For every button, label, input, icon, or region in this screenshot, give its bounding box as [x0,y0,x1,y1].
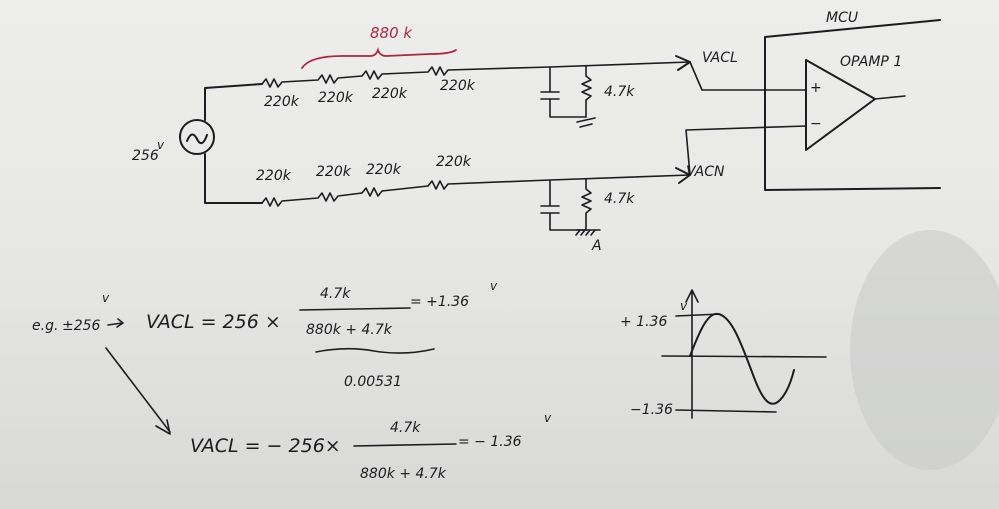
top-resistor-chain [261,61,691,88]
vacn-node-label: VACN [686,164,725,180]
eq1-numerator: 4.7k [320,286,351,302]
mcu-boundary [764,19,941,191]
eq2-fraction-bar [353,443,457,447]
eq1-fraction-bar [299,307,411,311]
sine-glyph-icon [186,133,208,145]
ac-source-symbol [179,119,215,155]
waveform-pos-label: + 1.36 [620,314,667,330]
top-shunt-resistor [581,65,592,118]
vacl-node-label: VACL [702,50,738,66]
eq2-result-unit: v [544,411,552,425]
vacl-to-plus-wire [689,61,807,91]
eg-prefix: e.g. [32,318,58,334]
bottom-shunt-capacitor [540,179,587,231]
eq1-lhs: VACL = 256 × [146,311,281,333]
eq1-underline [315,347,435,354]
bottom-shunt-label: 4.7k [604,191,635,207]
mcu-label: MCU [826,10,858,26]
top-shunt-capacitor [540,66,587,118]
top-resistor-4: 220k [440,78,476,94]
source-voltage-label: 256 [132,148,159,164]
opamp-output-wire [874,95,906,100]
bottom-resistor-4: 220k [436,154,472,170]
top-resistor-1: 220k [264,94,300,110]
node-a-label: A [591,238,602,254]
eg-diagonal-arrow-icon [105,347,171,435]
eq2-numerator: 4.7k [390,420,421,436]
eq2-lhs: VACL = − 256× [190,435,341,457]
bottom-resistor-2: 220k [316,164,352,180]
eq2-denominator: 880k + 4.7k [360,466,447,482]
bottom-resistor-3: 220k [366,162,402,178]
eq1-denominator: 880k + 4.7k [306,322,393,338]
top-resistor-2: 220k [318,90,354,106]
bottom-resistor-chain [261,174,691,207]
sine-wave-trace [689,312,795,405]
eg-arrow-icon [107,318,124,328]
bottom-resistor-1: 220k [256,168,292,184]
eq1-result: = +1.36 [410,294,469,310]
bottom-ground-icon [575,229,601,236]
opamp-minus-sign: − [810,116,822,132]
opamp-plus-sign: + [810,80,822,96]
waveform-x-axis [661,355,827,358]
waveform-neg-guide [675,409,777,413]
total-resistance-label: 880 k [370,24,413,42]
top-shunt-label: 4.7k [604,84,635,100]
waveform-pos-unit: v [680,299,688,313]
source-bottom-wire [204,153,263,204]
waveform-neg-label: −1.36 [630,402,673,418]
paper-shadow [850,230,999,470]
opamp-symbol [805,59,876,151]
eg-unit: v [102,291,110,305]
opamp-label: OPAMP 1 [840,54,902,70]
top-resistor-3: 220k [372,86,408,102]
total-resistance-brace [301,47,457,69]
top-ground-icon [576,117,596,128]
source-top-wire [204,83,263,121]
eg-value: ±256 [62,318,101,334]
bottom-shunt-resistor [581,178,592,231]
eq2-result: = − 1.36 [458,434,522,450]
eq1-fraction-value: 0.00531 [344,374,402,390]
waveform-y-axis [685,289,699,419]
source-voltage-unit: v [157,138,165,152]
eq1-result-unit: v [490,279,498,293]
